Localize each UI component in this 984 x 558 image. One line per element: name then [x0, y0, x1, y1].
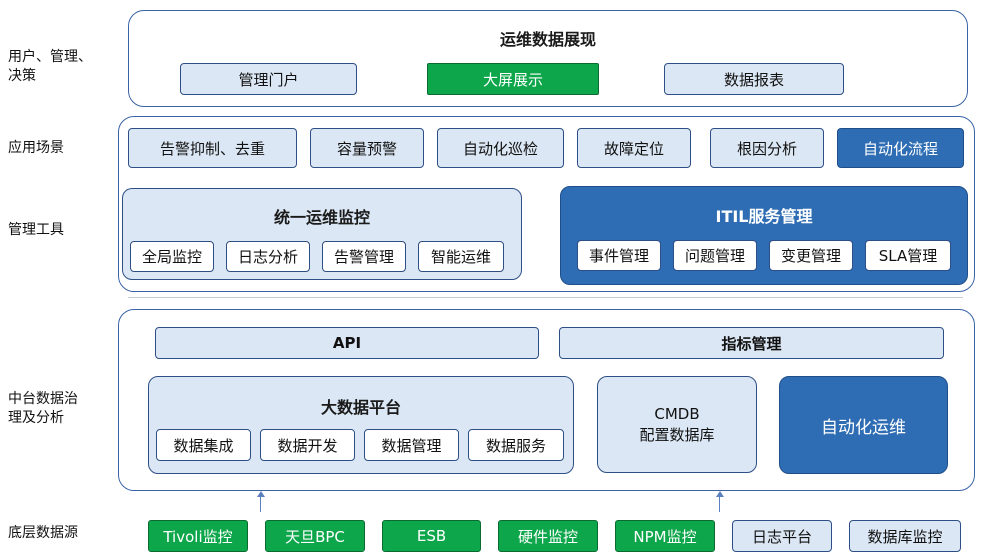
scenario-capacity-warning: 容量预警 [310, 128, 424, 168]
itil-change: 变更管理 [769, 240, 853, 271]
source-esb: ESB [382, 520, 481, 552]
layer-label-tools: 管理工具 [8, 222, 64, 238]
source-bpc: 天旦BPC [265, 520, 365, 552]
source-npm-monitor: NPM监控 [615, 520, 715, 552]
bigdata-platform-title: 大数据平台 [320, 398, 401, 417]
monitor-log-analysis: 日志分析 [226, 241, 310, 272]
data-development: 数据开发 [260, 429, 355, 461]
report-box: 数据报表 [664, 63, 844, 95]
arrow-up-left [260, 496, 261, 512]
layer-separator [128, 297, 963, 298]
monitor-smart-ops: 智能运维 [418, 241, 504, 272]
scenario-auto-inspection: 自动化巡检 [437, 128, 564, 168]
api-box: API [155, 327, 539, 359]
layer-label-middle: 中台数据治 理及分析 [8, 391, 78, 426]
monitor-alarm-management: 告警管理 [322, 241, 406, 272]
scenario-alarm-suppression: 告警抑制、去重 [128, 128, 297, 168]
metrics-management-box: 指标管理 [559, 327, 944, 359]
presentation-title: 运维数据展现 [499, 30, 596, 49]
scenario-fault-location: 故障定位 [577, 128, 691, 168]
layer-label-sources: 底层数据源 [8, 525, 78, 541]
data-integration: 数据集成 [156, 429, 251, 461]
layer-label-apps: 应用场景 [8, 140, 64, 156]
arrow-up-right-head [716, 491, 724, 497]
cmdb-label: CMDB [654, 404, 700, 423]
scenario-root-cause: 根因分析 [710, 128, 824, 168]
source-log-platform: 日志平台 [732, 520, 832, 552]
data-management: 数据管理 [364, 429, 459, 461]
cmdb-box: CMDB 配置数据库 [597, 376, 757, 473]
itil-problem: 问题管理 [673, 240, 757, 271]
automation-ops-box: 自动化运维 [779, 376, 948, 474]
portal-box: 管理门户 [180, 63, 357, 95]
itil-incident: 事件管理 [577, 240, 661, 271]
monitor-global: 全局监控 [130, 241, 214, 272]
cmdb-subtitle: 配置数据库 [639, 425, 715, 444]
data-service: 数据服务 [468, 429, 564, 461]
arrow-up-right [719, 496, 720, 512]
source-hardware-monitor: 硬件监控 [498, 520, 598, 552]
unified-monitoring-title: 统一运维监控 [273, 208, 370, 227]
arrow-up-left-head [257, 491, 265, 497]
source-tivoli: Tivoli监控 [148, 520, 248, 552]
scenario-auto-workflow: 自动化流程 [837, 128, 964, 168]
big-screen-box: 大屏展示 [427, 63, 599, 95]
layer-label-users: 用户、管理、 决策 [8, 49, 92, 84]
itil-title: ITIL服务管理 [715, 207, 813, 226]
source-database-monitor: 数据库监控 [849, 520, 961, 552]
itil-sla: SLA管理 [865, 240, 951, 271]
